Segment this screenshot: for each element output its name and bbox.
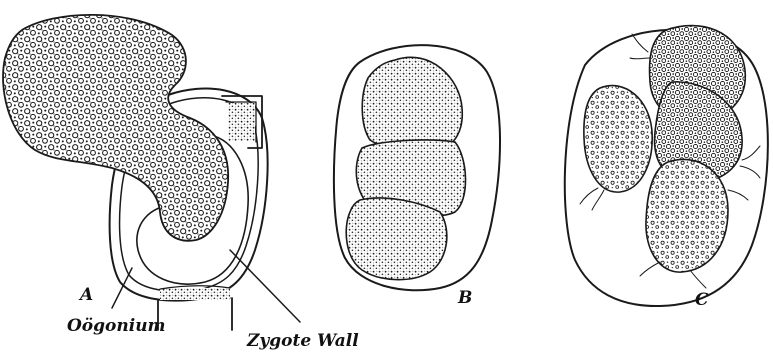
zygote-wall-leader-line	[230, 250, 300, 322]
zygote-wall-callout: Zygote Wall	[246, 331, 359, 351]
oogonium-callout: Oögonium	[67, 316, 166, 336]
panel-label-c: C	[695, 290, 709, 310]
panel-b	[334, 45, 500, 290]
cell-c-left	[584, 86, 652, 193]
panel-label-a: A	[78, 285, 93, 305]
panel-a	[3, 15, 268, 330]
oogonium-leader-line	[112, 268, 132, 308]
antheridium-tube	[222, 96, 262, 148]
panel-label-b: B	[457, 288, 472, 308]
basal-stalk	[158, 286, 232, 330]
panel-c	[565, 26, 768, 306]
antheridium-body	[3, 15, 228, 241]
cell-c-bottom	[646, 159, 728, 272]
cell-b-top	[362, 57, 462, 152]
cell-b-bottom	[346, 198, 447, 280]
